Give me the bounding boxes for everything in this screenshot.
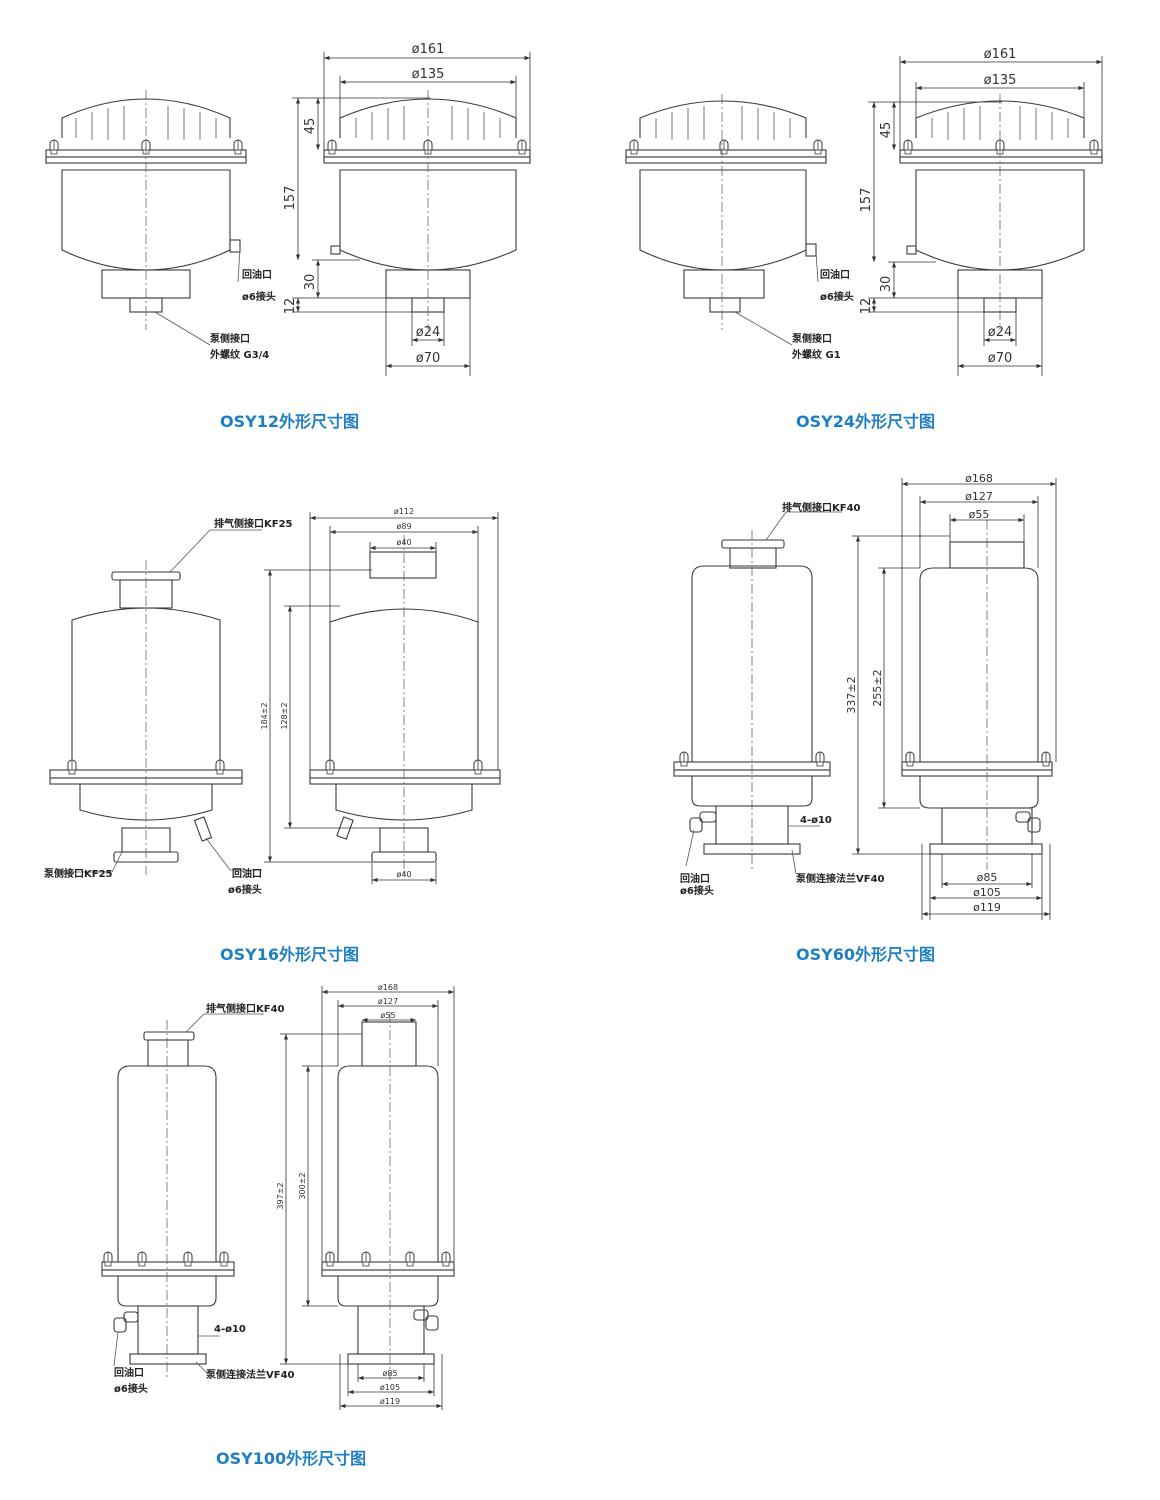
osy12-front-view <box>45 90 247 346</box>
osy16-dim-184: 184±2 <box>260 702 269 729</box>
osy60-drawing: 排气侧接口KF40 4-ø10 回油口 ø6接头 泵侧连接法兰VF40 <box>673 472 1057 920</box>
osy60-bolts-label: 4-ø10 <box>800 815 832 826</box>
osy60-dim-d168: ø168 <box>965 472 993 485</box>
osy60-dim-d85: ø85 <box>977 871 998 884</box>
osy100-dim-d55: ø55 <box>380 1011 395 1020</box>
osy60-front-view <box>673 511 842 875</box>
osy60-dim-d127: ø127 <box>965 490 993 503</box>
osy24-dim-d24: ø24 <box>988 325 1013 340</box>
osy100-dim-d168: ø168 <box>378 983 398 992</box>
osy24-dim-157: 157 <box>859 188 874 213</box>
osy24-side-view <box>899 94 1103 330</box>
osy60-dim-d119: ø119 <box>973 901 1001 914</box>
osy60-oil-fitting-label: ø6接头 <box>680 884 714 897</box>
osy60-oil-return-label: 回油口 <box>680 872 710 885</box>
osy100-bolts-label: 4-ø10 <box>214 1324 246 1335</box>
osy100-dim-d105: ø105 <box>380 1383 400 1392</box>
osy12-dim-d135: ø135 <box>412 67 445 82</box>
osy12-caption: OSY12外形尺寸图 <box>220 412 359 431</box>
osy24-oil-fitting-label: ø6接头 <box>820 290 854 303</box>
osy100-side-view <box>321 1012 455 1380</box>
osy60-flange-label: 泵侧连接法兰VF40 <box>796 872 885 885</box>
osy60-dimensions <box>852 478 1057 920</box>
osy100-dimensions <box>280 986 455 1410</box>
osy16-oil-fitting-label: ø6接头 <box>228 883 262 896</box>
osy60-dim-d55: ø55 <box>969 508 990 521</box>
osy100-exhaust-label: 排气侧接口KF40 <box>206 1002 285 1015</box>
osy16-pump-side-label: 泵侧接口KF25 <box>44 867 113 880</box>
osy100-caption: OSY100外形尺寸图 <box>216 1449 367 1468</box>
osy12-dim-12: 12 <box>283 298 298 315</box>
osy12-side-view <box>323 90 531 330</box>
osy24-dimensions <box>868 56 1103 376</box>
osy24-drawing: 回油口 ø6接头 泵侧接口 外螺纹 G1 <box>625 47 1103 376</box>
osy16-dimensions <box>264 512 499 884</box>
osy24-dim-12: 12 <box>859 298 874 315</box>
osy100-dim-d85: ø85 <box>382 1369 397 1378</box>
osy16-exhaust-label: 排气侧接口KF25 <box>214 517 293 530</box>
osy60-dim-255: 255±2 <box>871 669 884 706</box>
osy100-drawing: 排气侧接口KF40 4-ø10 回油口 ø6接头 泵侧连接法兰VF40 <box>101 983 455 1410</box>
osy12-pump-thread-label: 外螺纹 G3/4 <box>209 348 269 361</box>
osy24-oil-return-label: 回油口 <box>820 268 850 281</box>
osy60-dim-d105: ø105 <box>973 886 1001 899</box>
osy100-front-view <box>101 1013 264 1380</box>
osy16-dim-d40-top: ø40 <box>396 538 411 547</box>
osy60-caption: OSY60外形尺寸图 <box>796 945 935 964</box>
osy100-oil-return-label: 回油口 <box>114 1366 144 1379</box>
osy12-dim-45: 45 <box>303 118 318 135</box>
osy12-dim-d24: ø24 <box>416 325 441 340</box>
osy16-caption: OSY16外形尺寸图 <box>220 945 359 964</box>
osy100-flange-label: 泵侧连接法兰VF40 <box>206 1368 295 1381</box>
osy60-exhaust-label: 排气侧接口KF40 <box>782 501 861 514</box>
osy16-dim-d40-bottom: ø40 <box>396 870 411 879</box>
osy24-front-view <box>625 94 827 346</box>
osy16-front-view <box>49 529 262 875</box>
osy24-dim-30: 30 <box>879 276 894 293</box>
osy24-caption: OSY24外形尺寸图 <box>796 412 935 431</box>
osy16-side-view <box>309 535 501 875</box>
osy16-oil-return-label: 回油口 <box>232 867 262 880</box>
osy24-dim-45: 45 <box>879 122 894 139</box>
osy24-dim-d70: ø70 <box>988 351 1013 366</box>
osy16-drawing: 排气侧接口KF25 泵侧接口KF25 回油口 ø6接头 <box>44 507 501 896</box>
osy12-pump-port-label: 泵侧接口 <box>210 332 250 345</box>
osy16-dim-d89: ø89 <box>396 522 411 531</box>
osy24-dim-d161: ø161 <box>984 47 1017 62</box>
osy100-dim-d127: ø127 <box>378 997 398 1006</box>
osy12-dim-30: 30 <box>303 274 318 291</box>
osy12-dim-d70: ø70 <box>416 351 441 366</box>
osy24-pump-port-label: 泵侧接口 <box>792 332 832 345</box>
osy100-dim-300: 300±2 <box>298 1172 307 1199</box>
osy60-side-view <box>901 520 1053 870</box>
osy12-oil-fitting-label: ø6接头 <box>242 290 276 303</box>
osy60-dim-337: 337±2 <box>845 676 858 713</box>
osy24-dim-d135: ø135 <box>984 73 1017 88</box>
osy100-oil-fitting-label: ø6接头 <box>114 1382 148 1395</box>
osy100-dim-397: 397±2 <box>276 1182 285 1209</box>
osy12-dim-157: 157 <box>283 186 298 211</box>
osy16-dim-128: 128±2 <box>280 702 289 729</box>
osy12-drawing: 回油口 ø6接头 泵侧接口 外螺纹 G3/4 <box>45 42 531 376</box>
osy100-dim-d119: ø119 <box>380 1397 400 1406</box>
osy12-dimensions <box>292 52 531 376</box>
osy16-dim-d112: ø112 <box>394 507 414 516</box>
osy12-dim-d161: ø161 <box>412 42 445 57</box>
osy12-oil-return-label: 回油口 <box>242 268 272 281</box>
osy24-pump-thread-label: 外螺纹 G1 <box>791 348 841 361</box>
